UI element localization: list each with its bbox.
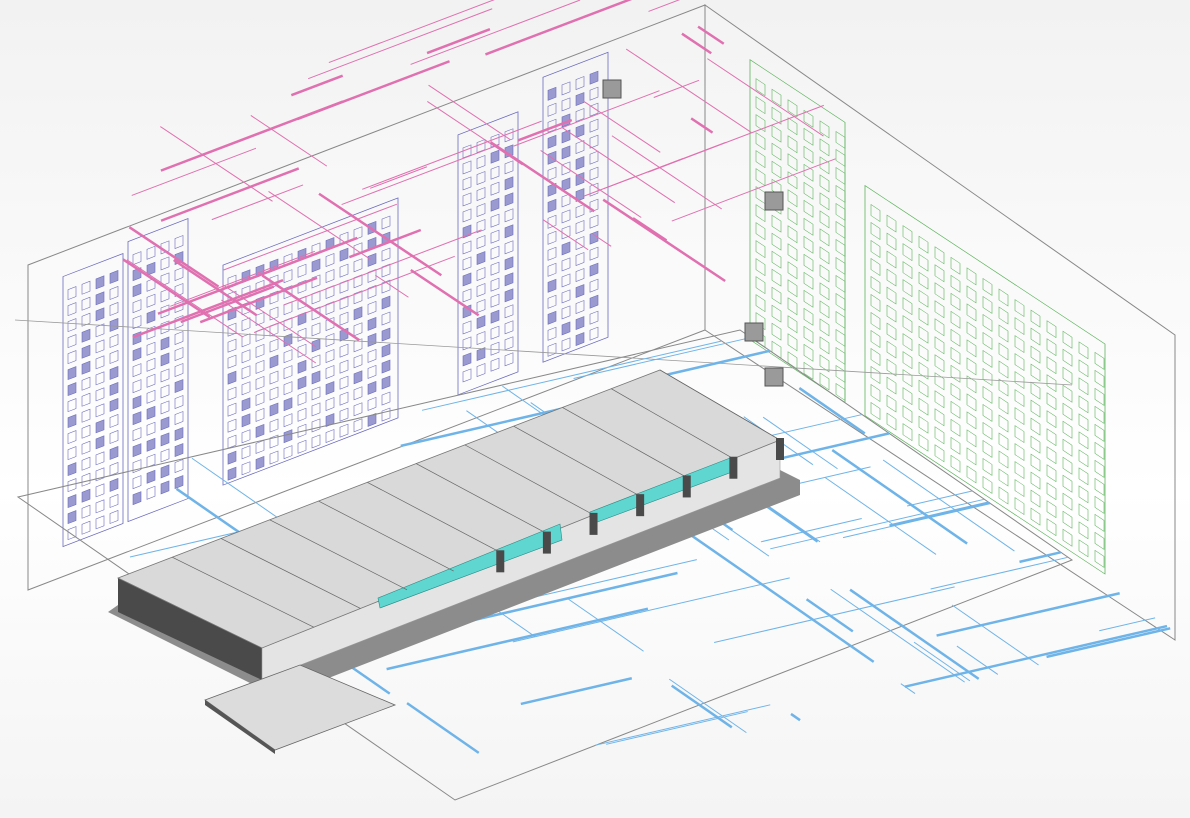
right-elevation-plane xyxy=(704,4,1176,641)
building-mass[interactable] xyxy=(108,369,800,754)
upper-piping-network xyxy=(122,0,836,364)
lower-annex xyxy=(204,664,397,751)
equipment-boxes xyxy=(602,79,784,387)
teal-strip-1 xyxy=(377,523,563,609)
back-elevation-plane xyxy=(27,4,706,591)
building-front-face xyxy=(118,578,262,680)
